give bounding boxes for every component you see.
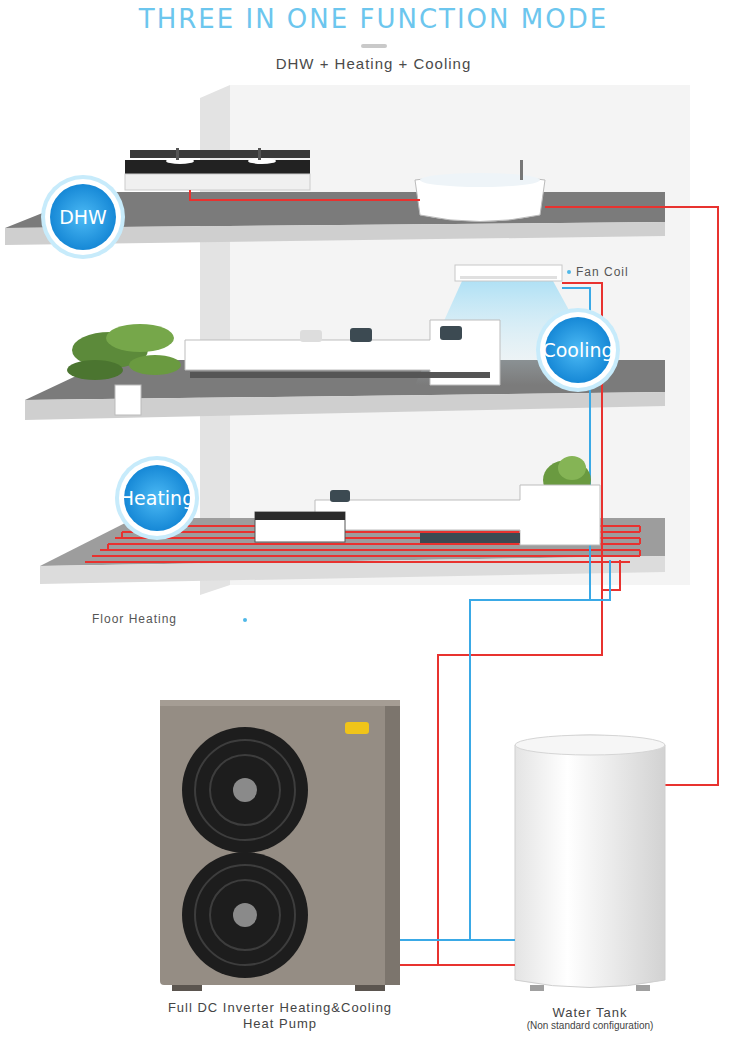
bathroom-part [176,148,179,160]
plant-part [115,385,141,415]
bedroom-sofa-part [330,490,350,502]
diagram-title: THREE IN ONE FUNCTION MODE [0,4,747,34]
pipe-line [400,964,515,966]
bathroom-part [166,158,194,164]
heat-pump-unit-part [233,903,257,927]
living-room-sofa-part [350,328,372,342]
bubble-ring [536,308,620,392]
label-bubble: DHW [40,174,126,260]
bubble-text: DHW [59,206,107,228]
heat-pump-unit-part [233,778,257,802]
unit-caption: Water Tank [485,1005,695,1020]
pipe-connector [400,940,515,941]
heat-pump-unit-part [182,852,308,978]
bathroom-part [125,160,310,174]
unit-caption: (Non standard configuration) [485,1020,695,1031]
bubble-ring [41,175,125,259]
pipe-connector [400,965,515,966]
plant-part [106,324,174,352]
bathroom-part [258,148,261,160]
floor-slab-part [40,556,665,584]
bubble-text: Heating [120,487,194,509]
heat-pump-unit-part [210,755,280,825]
heat-pump-unit-part [355,985,385,991]
pipe-line [400,939,515,941]
pipe-red-part [190,190,420,200]
bedroom-sofa [255,485,600,545]
text-label: DHW + Heating + Cooling [0,55,747,72]
bedroom-sofa-part [255,512,345,520]
text-label: Floor Heating [92,612,252,626]
fan-coil-part [455,265,562,281]
plant [67,324,591,520]
title-bar-part [361,44,387,48]
bathroom-part [130,150,310,158]
plant-part [67,360,123,380]
bubble-ring [119,460,195,536]
heat-pump-unit [160,700,400,991]
bedroom-sofa-part [255,512,345,542]
heat-pump-unit-part [195,740,295,840]
living-room-sofa-part [185,320,500,385]
heat-pump-node: Full DC Inverter Heating&Cooling Heat Pu… [160,700,400,1035]
water-tank-part [515,735,665,755]
bubble-ring [50,184,116,250]
title-bar [361,44,387,48]
plant-part [129,355,181,375]
tank-node: Water Tank(Non standard configuration) [515,725,665,1035]
fan-coil-part [460,276,557,279]
living-room-sofa [185,320,500,385]
living-room-sofa-part [440,326,462,340]
water-tank-part [515,735,665,988]
heat-pump-unit-part [210,880,280,950]
heat-pump-unit-part [160,700,400,706]
bubble-ring [115,456,199,540]
heat-pump-unit-part [385,700,400,985]
bathroom-part [125,174,310,190]
living-room-sofa-part [300,330,322,342]
heat-pump-unit-part [160,700,400,985]
text-label: Fan Coil [576,265,676,279]
bedroom-sofa-part [420,533,520,543]
heat-pump-unit-part [182,727,308,853]
fan-coil-part [567,270,571,274]
water-tank [515,735,665,991]
bathroom-part [520,160,523,180]
unit-caption: Full DC Inverter Heating&Cooling Heat Pu… [160,1000,400,1032]
bubble-ring [540,312,616,388]
label-bubble: Heating [114,455,200,541]
bathroom [125,148,545,222]
bathroom-part [248,158,276,164]
heat-pump-unit-part [172,985,202,991]
heat-pump-unit-part [195,865,295,965]
water-tank-part [530,985,544,991]
living-room-sofa-part [190,372,490,378]
bedroom-sofa-part [315,485,600,545]
bubble-text: Cooling [542,339,613,361]
fan-coil-part [243,618,247,622]
plant-part [558,456,586,480]
label-bubble: Cooling [535,307,621,393]
bubble-ring [45,179,121,255]
heat-pump-unit-part [345,722,369,734]
pipe-blue-part [590,560,610,600]
water-tank-part [636,985,650,991]
